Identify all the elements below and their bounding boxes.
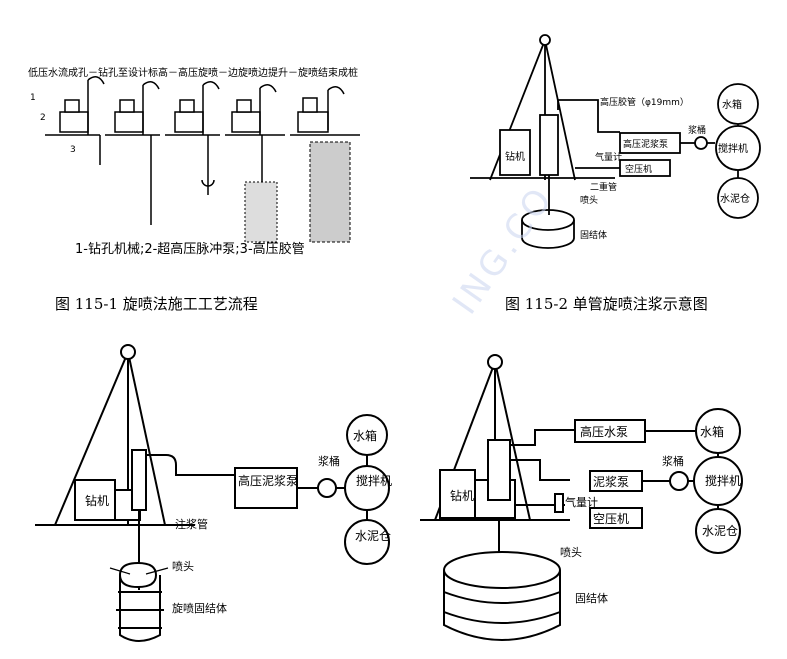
fig3-silo-label: 水泥仓: [355, 529, 391, 543]
fig1-caption: 图 115-1 旋喷法施工工艺流程: [55, 295, 258, 313]
fig3-solid-label: 旋喷固结体: [172, 601, 227, 615]
fig2-double-tube-label: 二重管: [590, 181, 617, 193]
fig1-marker-2: 2: [40, 113, 46, 123]
fig3-derrick-right: [127, 351, 166, 526]
fig4-pulley: [487, 354, 503, 370]
fig2-mixer-label: 搅拌机: [718, 142, 748, 155]
fig1-column-partial: [244, 181, 278, 243]
figure-1-process: 低压水流成孔－钻孔至设计标高－高压旋喷－边旋喷边提升－旋喷结束成桩: [0, 0, 400, 313]
fig2-water-tank-label: 水箱: [722, 98, 742, 111]
fig3-nozzle-label: 喷头: [172, 560, 194, 573]
fig2-silo-label: 水泥仓: [720, 192, 750, 205]
fig3-pulley: [120, 344, 136, 360]
fig4-compressor-box: [589, 507, 643, 529]
fig4-body-outline: [443, 570, 561, 641]
fig1-marker-3: 3: [70, 145, 76, 155]
figure-2-single-tube: 高压胶管（φ19mm） 水箱 浆桶 搅拌机 水泥仓 高压泥浆泵 气量计 空压机 …: [400, 0, 787, 320]
fig4-solid-label: 固结体: [575, 591, 608, 605]
fig3-body-ring-lines: [116, 591, 164, 629]
fig3-hose: [146, 454, 236, 476]
fig2-derrick-right: [544, 39, 576, 181]
fig2-tank-label: 浆桶: [688, 124, 706, 136]
fig4-water-hose: [510, 429, 575, 446]
fig4-compressor-label: 空压机: [593, 512, 629, 526]
fig3-mixer: [344, 465, 390, 511]
fig4-body-rings: [443, 591, 561, 624]
fig4-drill: [439, 469, 476, 519]
fig3-pipe-label: 注浆管: [175, 517, 208, 531]
fig2-drill-label: 钻机: [505, 150, 525, 163]
fig2-hose-label: 高压胶管（φ19mm）: [600, 96, 689, 108]
fig1-rigs: [59, 76, 345, 225]
fig4-gauge-label: 气量计: [565, 495, 598, 509]
fig4-nozzle-label: 喷头: [560, 546, 582, 559]
fig2-drill: [499, 129, 531, 176]
fig3-drill-label: 钻机: [85, 493, 109, 508]
fig2-tank-icon: [694, 136, 708, 150]
fig4-tank-label: 浆桶: [662, 454, 684, 468]
fig2-solid-label: 固结体: [580, 229, 607, 241]
fig1-marker-1: 1: [30, 93, 36, 103]
fig4-body-top: [443, 551, 561, 589]
figure-1-drawing: 低压水流成孔－钻孔至设计标高－高压旋喷－边旋喷边提升－旋喷结束成桩: [28, 66, 360, 257]
figure-3-drawing: 钻机 高压泥浆泵 浆桶 水箱 搅拌机 水泥仓 注浆管 喷头 旋喷固结体: [35, 344, 392, 642]
fig4-mixer-label: 搅拌机: [705, 473, 741, 488]
fig3-tank-label: 浆桶: [318, 454, 340, 468]
fig3-derrick-left: [54, 351, 129, 526]
fig1-legend: 1-钻孔机械;2-超高压脉冲泵;3-高压胶管: [75, 241, 305, 257]
fig3-water-tank-label: 水箱: [353, 428, 377, 443]
fig2-pulley: [539, 34, 551, 46]
fig4-silo-label: 水泥仓: [702, 524, 738, 538]
figure-4-triple-tube: 钻机 高压水泵 水箱 泥浆泵 浆桶 搅拌机 气量计 水泥仓 空压机 喷头 固结体: [400, 330, 787, 659]
figure-2-drawing: 高压胶管（φ19mm） 水箱 浆桶 搅拌机 水泥仓 高压泥浆泵 气量计 空压机 …: [470, 34, 761, 249]
fig4-derrick-right: [494, 361, 531, 521]
fig4-drill-label: 钻机: [450, 488, 474, 503]
fig4-grout-hose: [510, 459, 570, 481]
fig4-water-pump-label: 高压水泵: [580, 424, 628, 439]
fig4-mud-pump-label: 泥浆泵: [593, 474, 629, 489]
figure-4-drawing: 钻机 高压水泵 水箱 泥浆泵 浆桶 搅拌机 气量计 水泥仓 空压机 喷头 固结体: [420, 354, 743, 641]
fig2-compressor-label: 空压机: [625, 163, 652, 175]
fig3-tank-icon: [317, 478, 337, 498]
fig3-drill-head: [131, 449, 147, 511]
fig3-pump-label: 高压泥浆泵: [238, 473, 298, 488]
fig2-caption: 图 115-2 单管旋喷注浆示意图: [505, 295, 708, 313]
fig2-pump-label: 高压泥浆泵: [623, 138, 668, 150]
fig3-drill: [74, 479, 116, 521]
fig3-jet-lines: [109, 567, 169, 575]
fig4-water-tank-label: 水箱: [700, 424, 724, 439]
fig3-body-outline: [119, 575, 161, 642]
fig2-nozzle-label: 喷头: [580, 195, 598, 206]
figure-3-grout-jet: 钻机 高压泥浆泵 浆桶 水箱 搅拌机 水泥仓 注浆管 喷头 旋喷固结体: [0, 330, 400, 659]
fig2-gauge-label: 气量计: [595, 151, 622, 163]
fig3-mixer-label: 搅拌机: [356, 473, 392, 488]
fig2-hose: [557, 99, 620, 133]
fig1-steps-header: 低压水流成孔－钻孔至设计标高－高压旋喷－边旋喷边提升－旋喷结束成桩: [28, 66, 358, 79]
fig4-gauge-box: [554, 493, 564, 513]
fig4-drill-head: [487, 439, 511, 501]
fig2-solid-body: [521, 220, 575, 249]
fig3-body-ring-1: [118, 561, 158, 589]
fig2-drill-head: [539, 114, 559, 176]
fig4-tank-icon: [669, 471, 689, 491]
fig1-column-full: [309, 141, 351, 243]
